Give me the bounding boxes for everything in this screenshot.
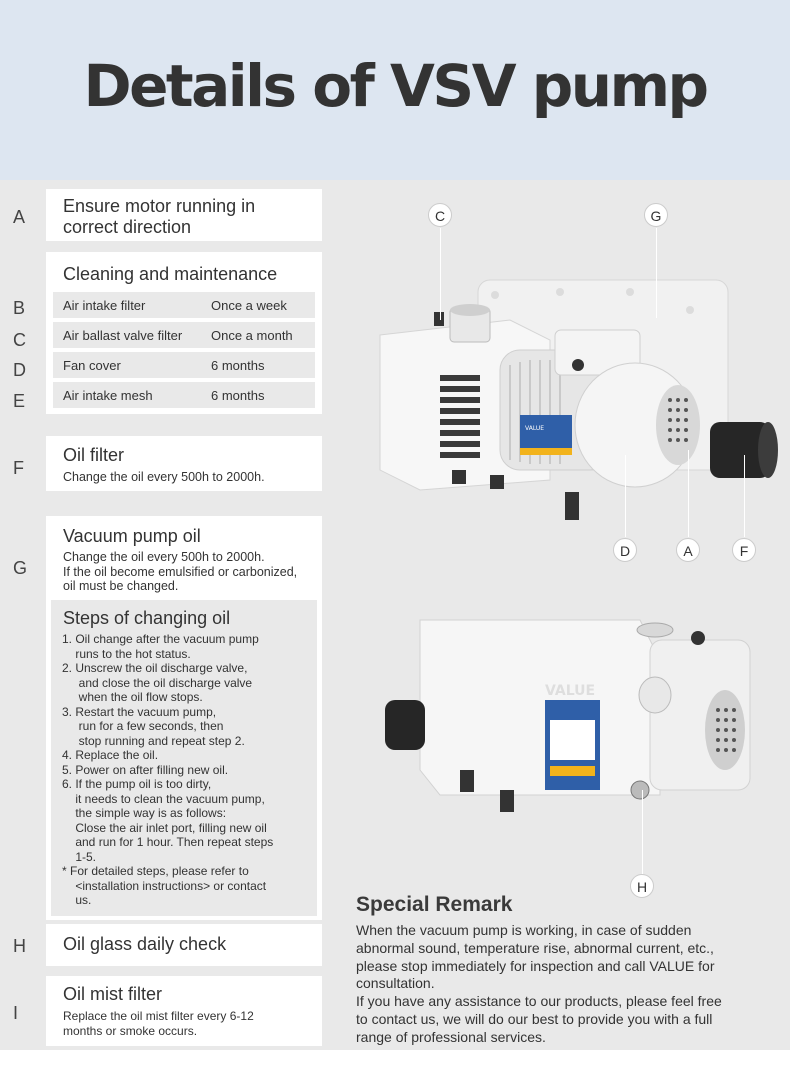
step-line: 4. Replace the oil.	[62, 748, 159, 762]
steps-title: Steps of changing oil	[63, 608, 231, 628]
letter-e: E	[13, 391, 26, 411]
leader-line	[440, 228, 441, 320]
row-item: Fan cover	[63, 358, 121, 373]
step-line: Close the air inlet port, filling new oi…	[62, 820, 267, 835]
step-line: 3. Restart the vacuum pump,	[62, 704, 217, 719]
remark-line: to contact us, we will do our best to pr…	[356, 1010, 713, 1027]
text-line: If the oil become emulsified or carboniz…	[63, 564, 298, 579]
callout-d: D	[613, 538, 637, 562]
logo-value: VALUE	[545, 683, 595, 699]
card-oil-glass: Oil glass daily check	[46, 924, 322, 966]
step-line: 5. Power on after filling new oil.	[62, 762, 229, 777]
callout-c: C	[428, 203, 452, 227]
step-line: and close the oil discharge valve	[62, 675, 253, 690]
leader-line	[688, 450, 689, 537]
card-oil-mist-filter-title: Oil mist filter	[63, 984, 162, 1004]
nameplate-brand: VALUE	[525, 425, 544, 432]
step-line: us.	[62, 893, 92, 907]
card-oil-filter: Oil filter Change the oil every 500h to …	[46, 436, 322, 491]
step-line: 1-5.	[62, 849, 97, 864]
steps-panel: Steps of changing oil 1. Oil change afte…	[51, 600, 317, 916]
remark-line: range of professional services.	[356, 1028, 546, 1045]
letter-f: F	[13, 458, 24, 478]
card-motor-direction-title: Ensure motor running in correct directio…	[63, 196, 256, 237]
text-line: oil must be changed.	[63, 579, 179, 593]
page-title: Details of VSV pump	[83, 52, 709, 120]
pump-image-top: VALUE	[379, 279, 778, 520]
table-row: Air intake mesh 6 months	[53, 382, 315, 408]
row-interval: Once a month	[211, 328, 293, 343]
remark-line: abnormal sound, temperature rise, abnorm…	[356, 939, 714, 956]
row-item: Air ballast valve filter	[63, 328, 183, 343]
letter-b: B	[13, 298, 26, 318]
letter-i: I	[13, 1003, 19, 1023]
card-oil-mist-filter: Oil mist filter Replace the oil mist fil…	[46, 976, 322, 1046]
remark-line: When the vacuum pump is working, in case…	[356, 922, 692, 938]
remark-text: When the vacuum pump is working, in case…	[356, 922, 776, 1047]
letter-g: G	[13, 558, 28, 578]
card-vacuum-pump-oil-title: Vacuum pump oil	[63, 526, 201, 546]
step-line: when the oil flow stops.	[62, 690, 203, 704]
card-cleaning: Cleaning and maintenance Air intake filt…	[46, 252, 322, 414]
letter-d: D	[13, 360, 26, 380]
text-line: Change the oil every 500h to 2000h.	[63, 550, 265, 564]
card-vacuum-pump-oil-text: Change the oil every 500h to 2000h. If t…	[63, 550, 297, 594]
remark-line: If you have any assistance to our produc…	[356, 993, 722, 1010]
row-item: Air intake filter	[63, 298, 146, 313]
text-line: Replace the oil mist filter every 6-12	[63, 1009, 254, 1023]
letter-c: C	[13, 330, 26, 350]
text-line: months or smoke occurs.	[63, 1023, 198, 1038]
remark-line: please stop immediately for inspection a…	[356, 957, 715, 974]
card-oil-mist-filter-text: Replace the oil mist filter every 6-12 m…	[63, 1009, 254, 1038]
leader-line	[656, 228, 657, 318]
step-line: runs to the hot status.	[62, 646, 191, 661]
row-interval: Once a week	[211, 298, 287, 313]
remark-title: Special Remark	[356, 893, 513, 916]
step-line: and run for 1 hour. Then repeat steps	[62, 835, 274, 849]
callout-h: H	[630, 874, 654, 898]
remark-line: consultation.	[356, 975, 435, 992]
letter-a: A	[13, 207, 26, 227]
step-line: stop running and repeat step 2.	[62, 733, 245, 748]
callout-f: F	[732, 538, 756, 562]
table-row: Air intake filter Once a week	[53, 292, 315, 318]
letter-h: H	[13, 936, 26, 956]
card-motor-direction: Ensure motor running in correct directio…	[46, 189, 322, 241]
step-line: * For detailed steps, please refer to	[62, 864, 249, 878]
table-row: Fan cover 6 months	[53, 352, 315, 378]
step-line: it needs to clean the vacuum pump,	[62, 791, 265, 806]
step-line: <installation instructions> or contact	[62, 878, 267, 893]
header-banner: Details of VSV pump	[0, 0, 790, 180]
leader-line	[625, 455, 626, 537]
card-oil-glass-title: Oil glass daily check	[63, 934, 227, 954]
callout-g: G	[644, 203, 668, 227]
step-line: run for a few seconds, then	[62, 719, 224, 733]
row-interval: 6 months	[211, 358, 265, 373]
steps-list: 1. Oil change after the vacuum pump runs…	[62, 632, 273, 908]
card-oil-filter-title: Oil filter	[63, 445, 125, 465]
row-item: Air intake mesh	[63, 388, 153, 403]
step-line: 1. Oil change after the vacuum pump	[62, 632, 259, 646]
step-line: 6. If the pump oil is too dirty,	[62, 777, 212, 791]
card-oil-filter-text: Change the oil every 500h to 2000h.	[63, 470, 265, 484]
leader-line	[642, 790, 643, 874]
row-interval: 6 months	[211, 388, 265, 403]
callout-a: A	[676, 538, 700, 562]
step-line: the simple way is as follows:	[62, 806, 227, 820]
pump-image-bottom: VALUE	[385, 619, 751, 812]
table-row: Air ballast valve filter Once a month	[53, 322, 315, 348]
leader-line	[744, 455, 745, 537]
card-cleaning-title: Cleaning and maintenance	[63, 264, 278, 284]
step-line: 2. Unscrew the oil discharge valve,	[62, 661, 248, 675]
